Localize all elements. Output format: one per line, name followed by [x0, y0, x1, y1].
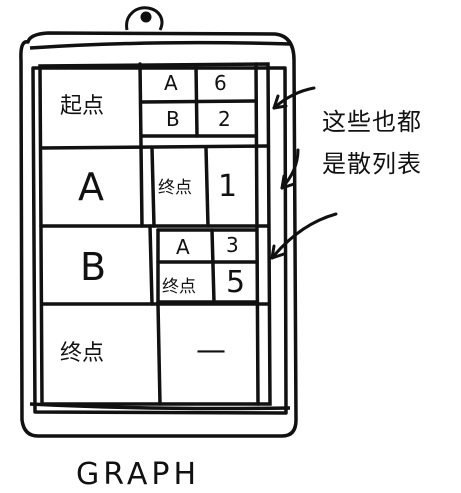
diagram-caption: GRAPH — [76, 457, 200, 492]
row-key-b: B — [80, 245, 106, 289]
row-key-start: 起点 — [60, 94, 104, 119]
annotation-line-1: 这些也都 — [322, 108, 422, 136]
cell-key-end: 终点 — [158, 178, 192, 198]
cell-value-2: 2 — [218, 107, 231, 131]
annotation-line-2: 是散列表 — [322, 150, 422, 178]
arrow-icon — [270, 212, 338, 260]
arrow-icon — [272, 86, 316, 110]
row-key-a: A — [78, 165, 104, 209]
hash-table-grid — [38, 62, 272, 406]
cell-value-5: 5 — [226, 265, 245, 300]
arrow-icon — [280, 148, 300, 190]
annotation-arrows — [270, 86, 338, 260]
cell-value-none: — — [196, 333, 226, 368]
cell-key-b: B — [166, 107, 180, 131]
cell-key-end-2: 终点 — [162, 277, 196, 297]
cell-key-a: A — [164, 71, 178, 95]
cell-value-6: 6 — [214, 71, 227, 95]
cell-key-a-2: A — [176, 235, 190, 259]
cell-value-3: 3 — [226, 233, 239, 257]
cell-value-1: 1 — [218, 169, 237, 204]
row-key-end: 终点 — [60, 341, 104, 366]
hanging-ring-icon — [125, 6, 164, 31]
